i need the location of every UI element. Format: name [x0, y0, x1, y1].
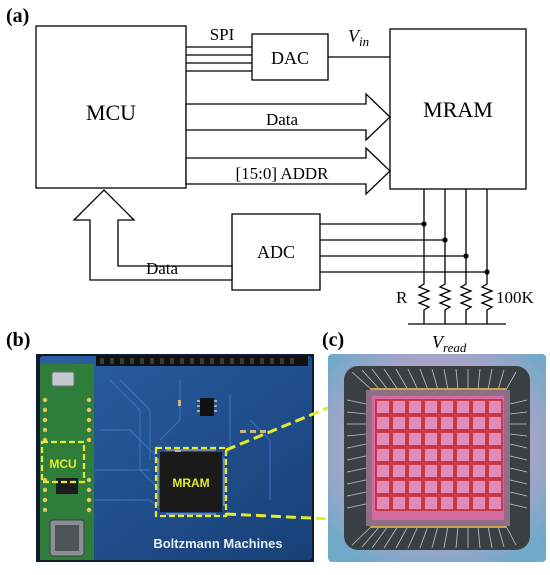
mcu-highlight-box: [40, 440, 86, 484]
addr-bus-arrow: [185, 146, 391, 196]
panel-label-c: (c): [322, 329, 344, 351]
mram-block: [389, 28, 527, 190]
vin-label: Vin: [348, 26, 369, 49]
junction-dots: [421, 221, 490, 275]
spi-bus: [186, 46, 252, 72]
data-bus-arrow: [185, 92, 391, 142]
panel-label-a: (a): [6, 5, 29, 27]
mram-output-lines: [320, 189, 488, 280]
mram-label: MRAM: [423, 97, 493, 122]
board-mram-label: MRAM: [172, 476, 209, 490]
pcb-photo: MCU MRAM Boltzmann Machines: [36, 354, 314, 562]
resistor-100k-label: 100K: [496, 288, 535, 307]
data-bus-label: Data: [266, 110, 299, 129]
small-ic: [200, 398, 214, 416]
board-brand-text: Boltzmann Machines: [153, 536, 282, 551]
dac-label: DAC: [271, 48, 309, 68]
vread-label: Vread: [432, 332, 467, 355]
resistor-array: [408, 280, 506, 325]
board-mcu-label: MCU: [49, 457, 76, 471]
addr-bus-label: [15:0] ADDR: [235, 164, 329, 183]
dac-block: [251, 33, 329, 81]
memory-array: [375, 399, 503, 511]
adc-data-label: Data: [146, 259, 179, 278]
mcu-block: [35, 25, 187, 189]
spi-label: SPI: [210, 25, 235, 44]
panel-label-b: (b): [6, 329, 30, 351]
mcu-label: MCU: [86, 100, 136, 125]
die-photo: [328, 354, 546, 562]
adc-label: ADC: [257, 242, 295, 262]
adc-block: [231, 213, 321, 291]
mram-chip: [160, 452, 222, 512]
resistor-r-label: R: [396, 288, 408, 307]
mram-highlight-box: [154, 446, 228, 518]
adc-data-arrow: [72, 189, 233, 281]
